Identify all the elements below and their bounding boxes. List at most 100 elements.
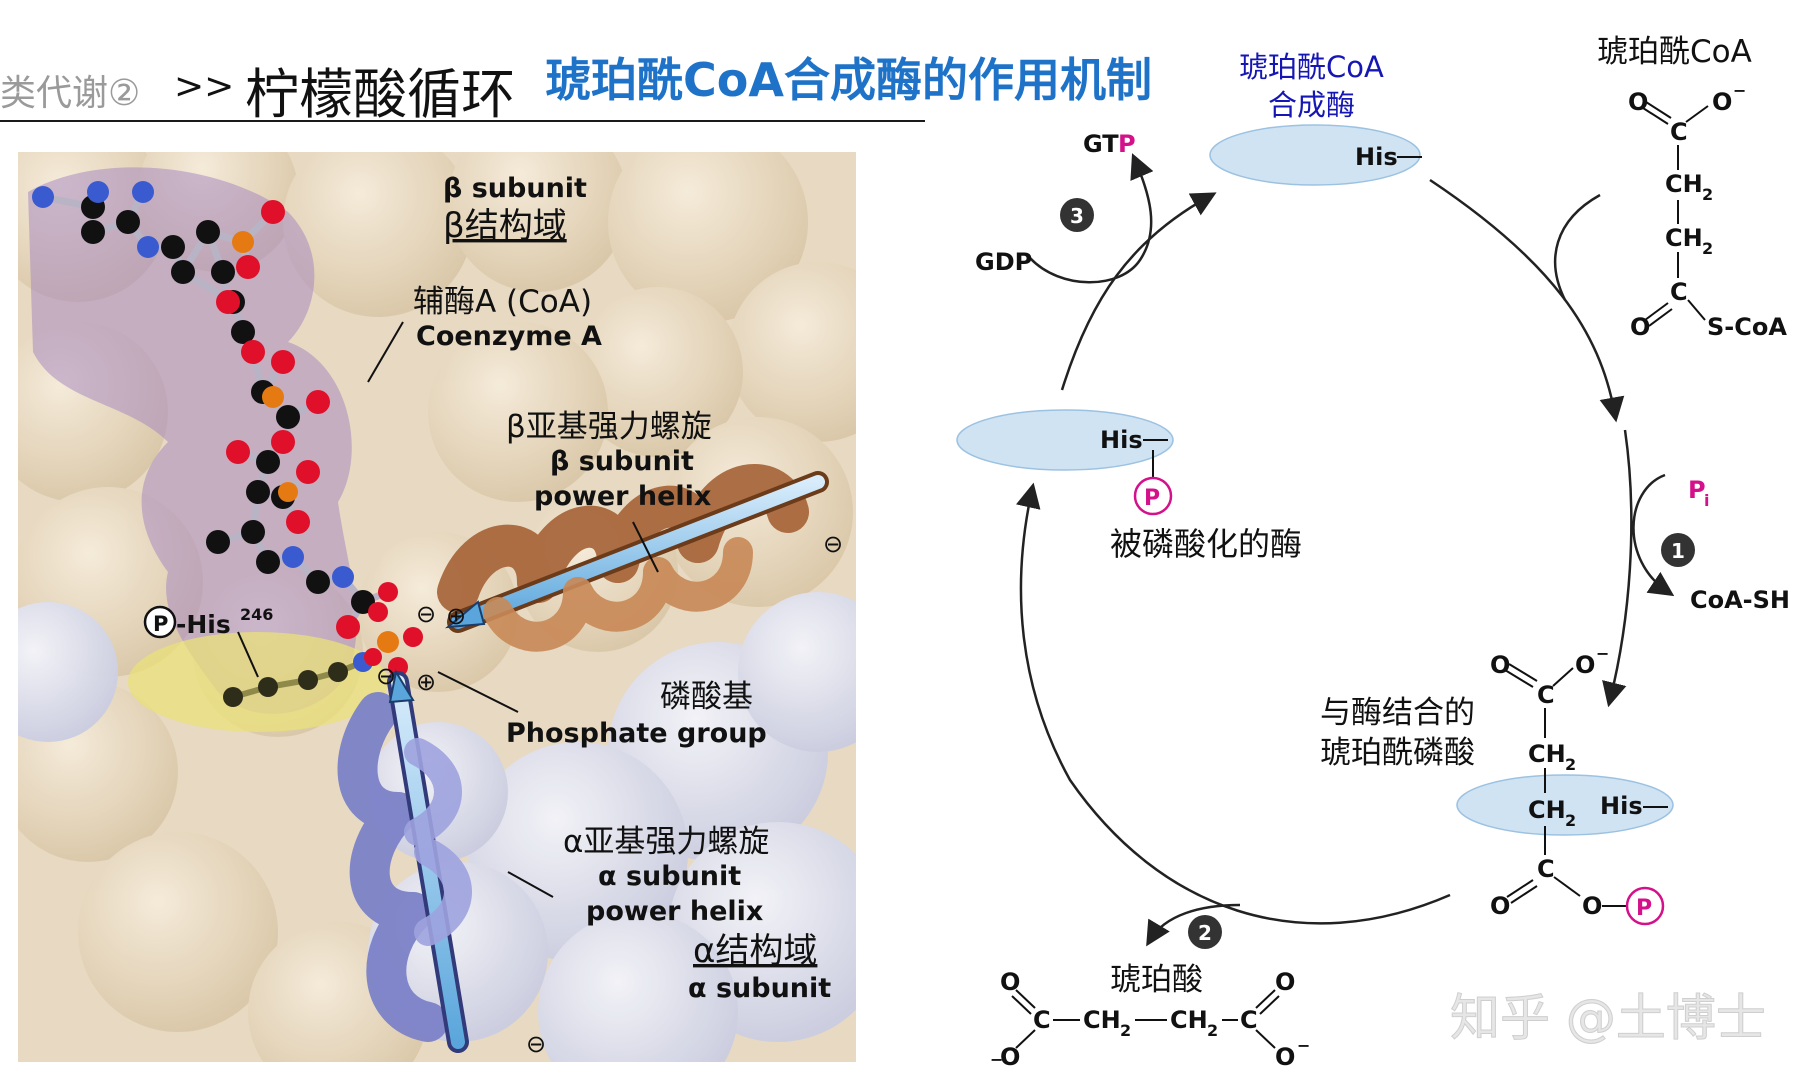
su-ch1: CH xyxy=(1083,1006,1121,1034)
bs-o2-minus: − xyxy=(1596,644,1609,663)
structure-panel: ⊖ ⊕ ⊖ ⊖ ⊕ ⊖ β subunit β结构域 辅酶A (CoA) Coe… xyxy=(18,152,856,1062)
bs-o3: O xyxy=(1490,892,1510,920)
coa-molecule xyxy=(32,181,398,639)
phospho-enzyme-label: 被磷酸化的酶 xyxy=(1110,525,1302,563)
phis-text: -His xyxy=(176,610,231,639)
sc-c1: C xyxy=(1670,118,1688,146)
bound-structure: O O − C CH 2 CH 2 C O O xyxy=(1490,644,1609,920)
su-ch1-sub: 2 xyxy=(1120,1021,1131,1040)
bs-ch1-sub: 2 xyxy=(1565,755,1576,774)
succinate-bonds xyxy=(1011,989,1280,1049)
sc-o2: O xyxy=(1712,88,1732,116)
alpha-domain-label: α结构域 xyxy=(693,931,817,971)
beta-helix-en1-label: β subunit xyxy=(550,446,694,477)
bs-ch1: CH xyxy=(1528,740,1566,768)
cycle-arrows xyxy=(1016,153,1675,947)
phis-label: P -His 246 xyxy=(143,605,273,639)
cycle-diagram: His 琥珀酰CoA 合成酶 His P 被磷酸化的酶 His 琥珀酰CoA O… xyxy=(956,34,1790,1071)
bound-p-text: P xyxy=(1636,896,1652,921)
beta-subunit-label: β subunit xyxy=(443,173,587,204)
watermark: 知乎 @土博士 xyxy=(1450,989,1766,1047)
enzyme-name-line1: 琥珀酰CoA xyxy=(1239,50,1384,84)
enzyme-top-his: His xyxy=(1355,143,1398,171)
beta-helix-en2-label: power helix xyxy=(534,481,711,512)
sc-ch1-sub: 2 xyxy=(1702,185,1713,204)
enzyme-phospho xyxy=(956,409,1174,471)
phosphate-minus-2: ⊖ xyxy=(376,662,396,690)
enzyme-bound-his: His xyxy=(1600,792,1643,820)
sc-ch2-sub: 2 xyxy=(1702,239,1713,258)
slide-header: 类代谢② >> 柠檬酸循环 琥珀酰CoA合成酶的作用机制 xyxy=(0,30,1800,126)
su-o4-minus: − xyxy=(1297,1036,1310,1055)
sc-scoa: S-CoA xyxy=(1707,313,1787,341)
gdp-label: GDP xyxy=(975,248,1032,276)
beta-domain-label: β结构域 xyxy=(443,206,567,246)
gtp-p: P xyxy=(1118,130,1136,158)
su-c2: C xyxy=(1240,1006,1258,1034)
sc-ch2: CH xyxy=(1665,224,1703,252)
bound-label-line1: 与酶结合的 xyxy=(1320,695,1475,731)
enzyme-name-line2: 合成酶 xyxy=(1268,88,1355,122)
coa-en-label: Coenzyme A xyxy=(416,321,602,352)
his-surface xyxy=(128,632,388,732)
structure-illustration: ⊖ ⊕ ⊖ ⊖ ⊕ ⊖ β subunit β结构域 辅酶A (CoA) Coe… xyxy=(18,152,856,1062)
sc-o1: O xyxy=(1628,88,1648,116)
phospho-p-text: P xyxy=(1144,486,1160,511)
gtp-gt: GT xyxy=(1083,130,1119,158)
su-o2-minus: − xyxy=(990,1050,1003,1069)
step2-num: 2 xyxy=(1198,921,1212,945)
beta-helix-minus: ⊖ xyxy=(823,530,843,558)
sc-ch1: CH xyxy=(1665,170,1703,198)
coash-label: CoA-SH xyxy=(1690,586,1790,614)
bs-o2: O xyxy=(1575,651,1595,679)
succinyl-coa-bonds xyxy=(1642,101,1709,327)
pi-sub: i xyxy=(1704,491,1709,510)
bs-o1: O xyxy=(1490,651,1510,679)
alpha-helix-en1-label: α subunit xyxy=(598,861,741,892)
su-o4: O xyxy=(1275,1043,1295,1071)
charge-markers: ⊖ ⊕ ⊖ ⊖ ⊕ ⊖ xyxy=(376,530,843,1058)
alpha-power-helix xyxy=(337,669,472,1053)
bs-ch2: CH xyxy=(1528,796,1566,824)
alpha-helix-zh-label: α亚基强力螺旋 xyxy=(563,824,769,860)
coa-envelope xyxy=(28,167,357,714)
su-ch2: CH xyxy=(1170,1006,1208,1034)
enzyme-bound xyxy=(1456,774,1674,836)
phospho-p-icon xyxy=(1133,476,1173,516)
su-o1: O xyxy=(1000,968,1020,996)
succinate-structure: O − O C CH 2 CH 2 C O O − xyxy=(990,968,1310,1071)
beta-helix-zh-label: β亚基强力螺旋 xyxy=(506,409,712,445)
pi-label: P xyxy=(1688,476,1706,504)
sc-c2: C xyxy=(1670,278,1688,306)
bs-c1: C xyxy=(1537,681,1555,709)
page-title: 柠檬酸循环 xyxy=(245,63,515,126)
coa-zh-label: 辅酶A (CoA) xyxy=(413,284,592,320)
su-ch2-sub: 2 xyxy=(1207,1021,1218,1040)
su-c1: C xyxy=(1033,1006,1051,1034)
phosphate-en-label: Phosphate group xyxy=(506,718,767,749)
step1-num: 1 xyxy=(1671,539,1685,563)
phis-sup: 246 xyxy=(240,605,273,624)
bs-c2: C xyxy=(1537,855,1555,883)
alpha-subunit-label: α subunit xyxy=(688,973,831,1004)
bound-p-icon xyxy=(1625,886,1665,926)
enzyme-phospho-his: His xyxy=(1100,426,1143,454)
su-o3: O xyxy=(1275,968,1295,996)
bs-ch2-sub: 2 xyxy=(1565,811,1576,830)
phis-p: P xyxy=(153,612,168,636)
alpha-helix-minus: ⊖ xyxy=(526,1030,546,1058)
step1-icon xyxy=(1661,533,1695,567)
su-o2: O xyxy=(1000,1043,1020,1071)
page-subtitle: 琥珀酰CoA合成酶的作用机制 xyxy=(545,53,1152,107)
succinate-label: 琥珀酸 xyxy=(1110,962,1203,998)
phosphate-zh-label: 磷酸基 xyxy=(660,679,753,715)
step3-icon xyxy=(1060,198,1094,232)
his246-sidechain xyxy=(223,602,423,707)
phosphate-minus-1: ⊖ xyxy=(416,600,436,628)
beta-power-helix xyxy=(437,464,829,652)
succinyl-coa-structure: O O − C CH 2 CH 2 C O S-CoA xyxy=(1628,81,1787,341)
sc-o2-minus: − xyxy=(1733,81,1746,100)
leader-lines xyxy=(237,321,659,898)
beta-helix-plus: ⊕ xyxy=(446,602,466,630)
bs-o4: O xyxy=(1582,892,1602,920)
